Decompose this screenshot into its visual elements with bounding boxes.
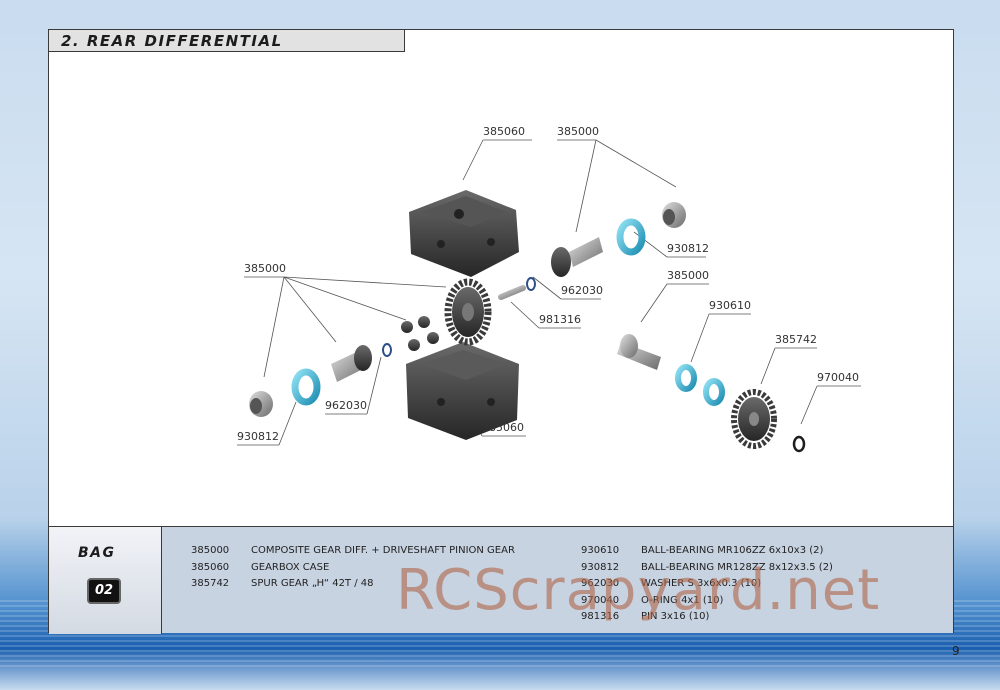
output-shaft-right (617, 334, 661, 370)
diff-spur-gear (444, 278, 492, 346)
parts-column-right: 930610 BALL-BEARING MR106ZZ 6x10x3 (2) 9… (581, 543, 833, 626)
part-code: 930812 (581, 561, 620, 573)
part-name: PIN 3x16 (10) (641, 611, 710, 622)
exploded-diagram: 385060 385000 930812 962030 981316 38500… (121, 102, 901, 472)
watermark: RCScrapyard.net (396, 558, 881, 623)
part-name: WASHER S 3x6x0.3 (10) (641, 578, 762, 589)
bevel-gears (401, 316, 439, 351)
parts-row: 385000 COMPOSITE GEAR DIFF. + DRIVESHAFT… (191, 543, 515, 560)
part-name: SPUR GEAR „H“ 42T / 48 (251, 578, 374, 589)
label-bearing-right-top: 930812 (667, 242, 709, 255)
part-name: BALL-BEARING MR106ZZ 6x10x3 (2) (641, 545, 824, 556)
spur-gear-42t (731, 389, 777, 449)
part-code: 962030 (581, 578, 620, 589)
part-name: O-RING 4x1 (10) (641, 594, 724, 606)
parts-list: BAG 02 385000 COMPOSITE GEAR DIFF. + DRI… (49, 526, 953, 634)
label-gearbox-bottom: 385060 (482, 421, 524, 434)
parts-column-left: 385000 COMPOSITE GEAR DIFF. + DRIVESHAFT… (191, 543, 515, 593)
washer-left (382, 343, 392, 357)
bag-box: BAG 02 (49, 527, 162, 634)
label-bearing-left: 930812 (237, 430, 279, 443)
parts-row: 930610 BALL-BEARING MR106ZZ 6x10x3 (2) (581, 543, 833, 560)
gearbox-case-bottom (406, 342, 519, 440)
small-bearing-right-1 (675, 364, 697, 392)
cup-left (249, 391, 273, 417)
bearing-left (291, 368, 321, 406)
instruction-sheet: 2. REAR DIFFERENTIAL (48, 29, 954, 634)
parts-row: 930812 BALL-BEARING MR128ZZ 8x12x3.5 (2) (581, 560, 833, 577)
part-name: GEARBOX CASE (251, 561, 330, 573)
label-pinion-top: 385000 (557, 125, 599, 138)
part-code: 970040 (581, 594, 620, 606)
label-oring: 970040 (817, 371, 859, 384)
small-bearing-right-2 (703, 378, 725, 406)
label-diff-left: 385000 (244, 262, 286, 275)
bag-label: BAG (78, 545, 116, 561)
driveshaft-pinion-right (551, 237, 603, 277)
label-spur: 385742 (775, 333, 817, 346)
parts-row: 385060 GEARBOX CASE (191, 560, 515, 577)
part-code: 981316 (581, 611, 620, 622)
parts-row: 970040 O-RING 4x1 (10) (581, 593, 833, 610)
part-code: 385060 (191, 561, 230, 573)
washer-right (526, 277, 536, 291)
page-number: 9 (952, 644, 960, 658)
label-bearing-small-right: 930610 (709, 299, 751, 312)
label-pin: 981316 (539, 313, 581, 326)
o-ring (792, 435, 806, 453)
bearing-top-right (616, 218, 646, 256)
parts-row: 981316 PIN 3x16 (10) (581, 609, 833, 626)
part-name: BALL-BEARING MR128ZZ 8x12x3.5 (2) (641, 561, 833, 573)
parts-row: 962030 WASHER S 3x6x0.3 (10) (581, 576, 833, 593)
gearbox-case-top (409, 190, 519, 277)
diff-output-left (331, 345, 372, 382)
part-code: 385000 (191, 545, 230, 556)
part-code: 385742 (191, 578, 230, 589)
label-gearbox-top: 385060 (483, 125, 525, 138)
bag-number-badge: 02 (87, 578, 121, 604)
parts-row: 385742 SPUR GEAR „H“ 42T / 48 (191, 576, 515, 593)
part-name: COMPOSITE GEAR DIFF. + DRIVESHAFT PINION… (251, 545, 515, 556)
exploded-diagram-svg: 385060 385000 930812 962030 981316 38500… (237, 125, 861, 453)
cup-top-right (662, 202, 686, 228)
leader-lines (237, 139, 861, 446)
label-washer-left: 962030 (325, 399, 367, 412)
section-title: 2. REAR DIFFERENTIAL (49, 30, 405, 52)
part-code: 930610 (581, 545, 620, 556)
label-washer-right: 962030 (561, 284, 603, 297)
label-output-right: 385000 (667, 269, 709, 282)
pin (498, 285, 526, 300)
